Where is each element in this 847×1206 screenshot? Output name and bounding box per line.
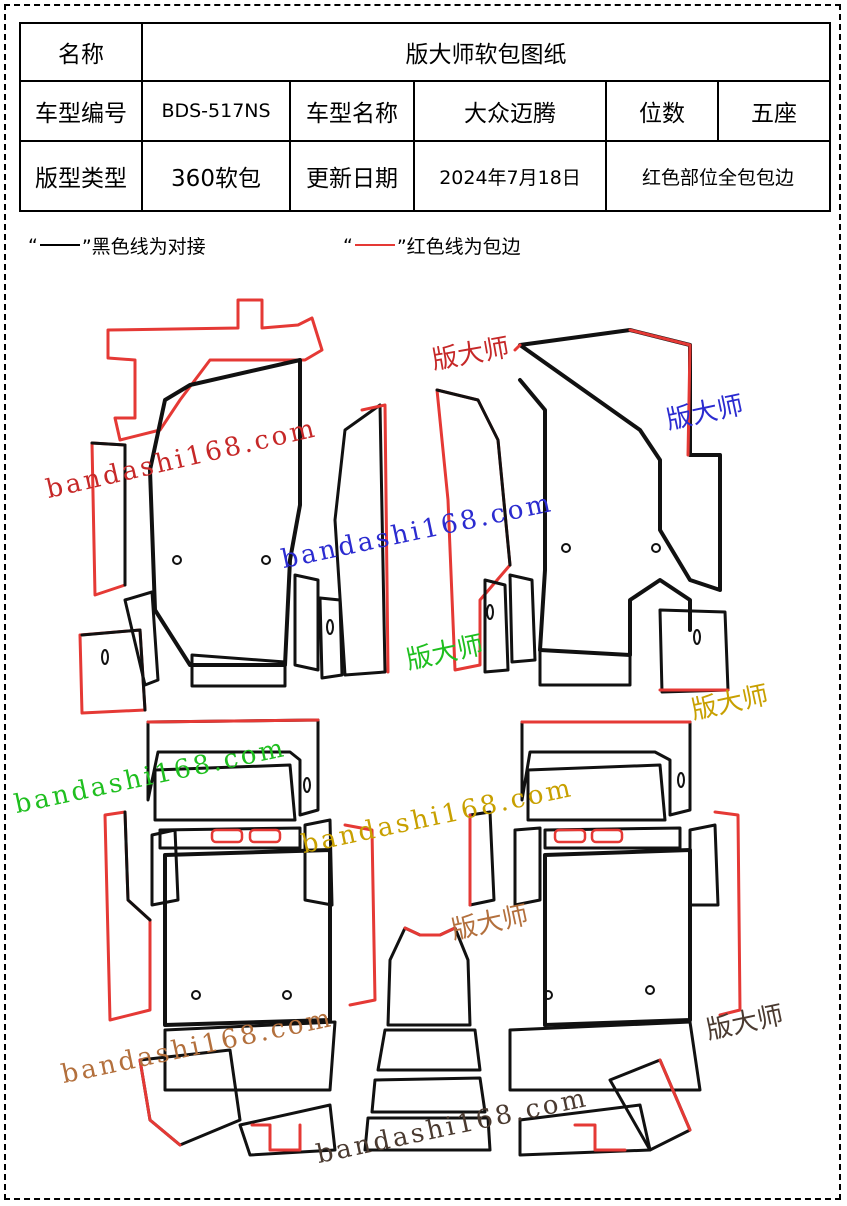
legend-black-text: ”黑色线为对接: [81, 236, 206, 258]
legend-black: “ ”黑色线为对接: [28, 232, 206, 259]
seats-value: 五座: [716, 80, 832, 142]
legend-red-text: ”红色线为包边: [396, 236, 521, 258]
front-left-mat-piece: [78, 298, 390, 715]
red-line-sample: [354, 243, 395, 246]
center-tunnel-piece: [363, 926, 492, 1152]
legend-black-open: “: [28, 234, 38, 257]
name-label: 名称: [19, 22, 143, 82]
front-right-mat-piece: [435, 328, 730, 694]
rear-right-mat-piece: [468, 720, 742, 1157]
legend-red: “ ”红色线为包边: [343, 232, 521, 259]
name-value: 版大师软包图纸: [140, 22, 832, 82]
type-value: 360软包: [141, 140, 291, 212]
spec-table: 名称 版大师软包图纸 车型编号 BDS-517NS 车型名称 大众迈腾 位数 五…: [19, 22, 832, 212]
date-label: 更新日期: [289, 140, 415, 212]
model-code-label: 车型编号: [19, 80, 143, 142]
date-value: 2024年7月18日: [413, 140, 607, 212]
model-code-value: BDS-517NS: [141, 80, 291, 142]
page-border: [4, 4, 841, 1200]
seats-label: 位数: [605, 80, 719, 142]
model-name-label: 车型名称: [289, 80, 415, 142]
legend-red-open: “: [343, 234, 353, 257]
type-label: 版型类型: [19, 140, 143, 212]
rear-left-mat-piece: [103, 718, 377, 1157]
note-value: 红色部位全包包边: [604, 140, 832, 212]
model-name-value: 大众迈腾: [413, 80, 607, 142]
black-line-sample: [39, 243, 80, 246]
